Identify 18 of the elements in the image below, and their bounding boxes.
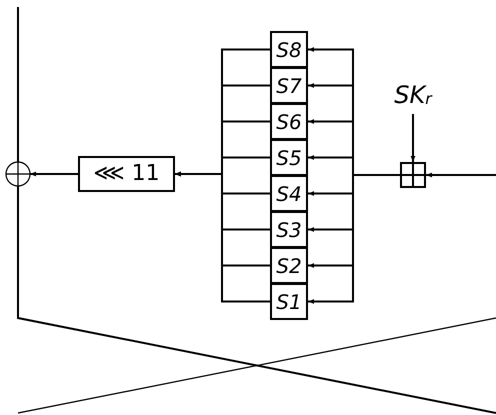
s-box: S6	[270, 103, 308, 140]
s-box: S7	[270, 67, 308, 104]
rotation-box: ⋘ 11	[78, 156, 175, 192]
connector-line	[17, 7, 19, 162]
arrow	[426, 172, 496, 178]
arrow	[308, 174, 400, 304]
xor-symbol	[6, 162, 30, 186]
s-box: S5	[270, 139, 308, 176]
modular-addition-symbol	[400, 162, 426, 188]
arrow	[175, 172, 270, 302]
s-box: S8	[270, 31, 308, 68]
connector-line	[17, 186, 496, 414]
arrow	[410, 114, 416, 162]
s-box: S1	[270, 283, 308, 320]
s-box: S4	[270, 175, 308, 212]
s-box: S2	[270, 247, 308, 284]
s-box: S3	[270, 211, 308, 248]
arrow	[30, 172, 78, 176]
